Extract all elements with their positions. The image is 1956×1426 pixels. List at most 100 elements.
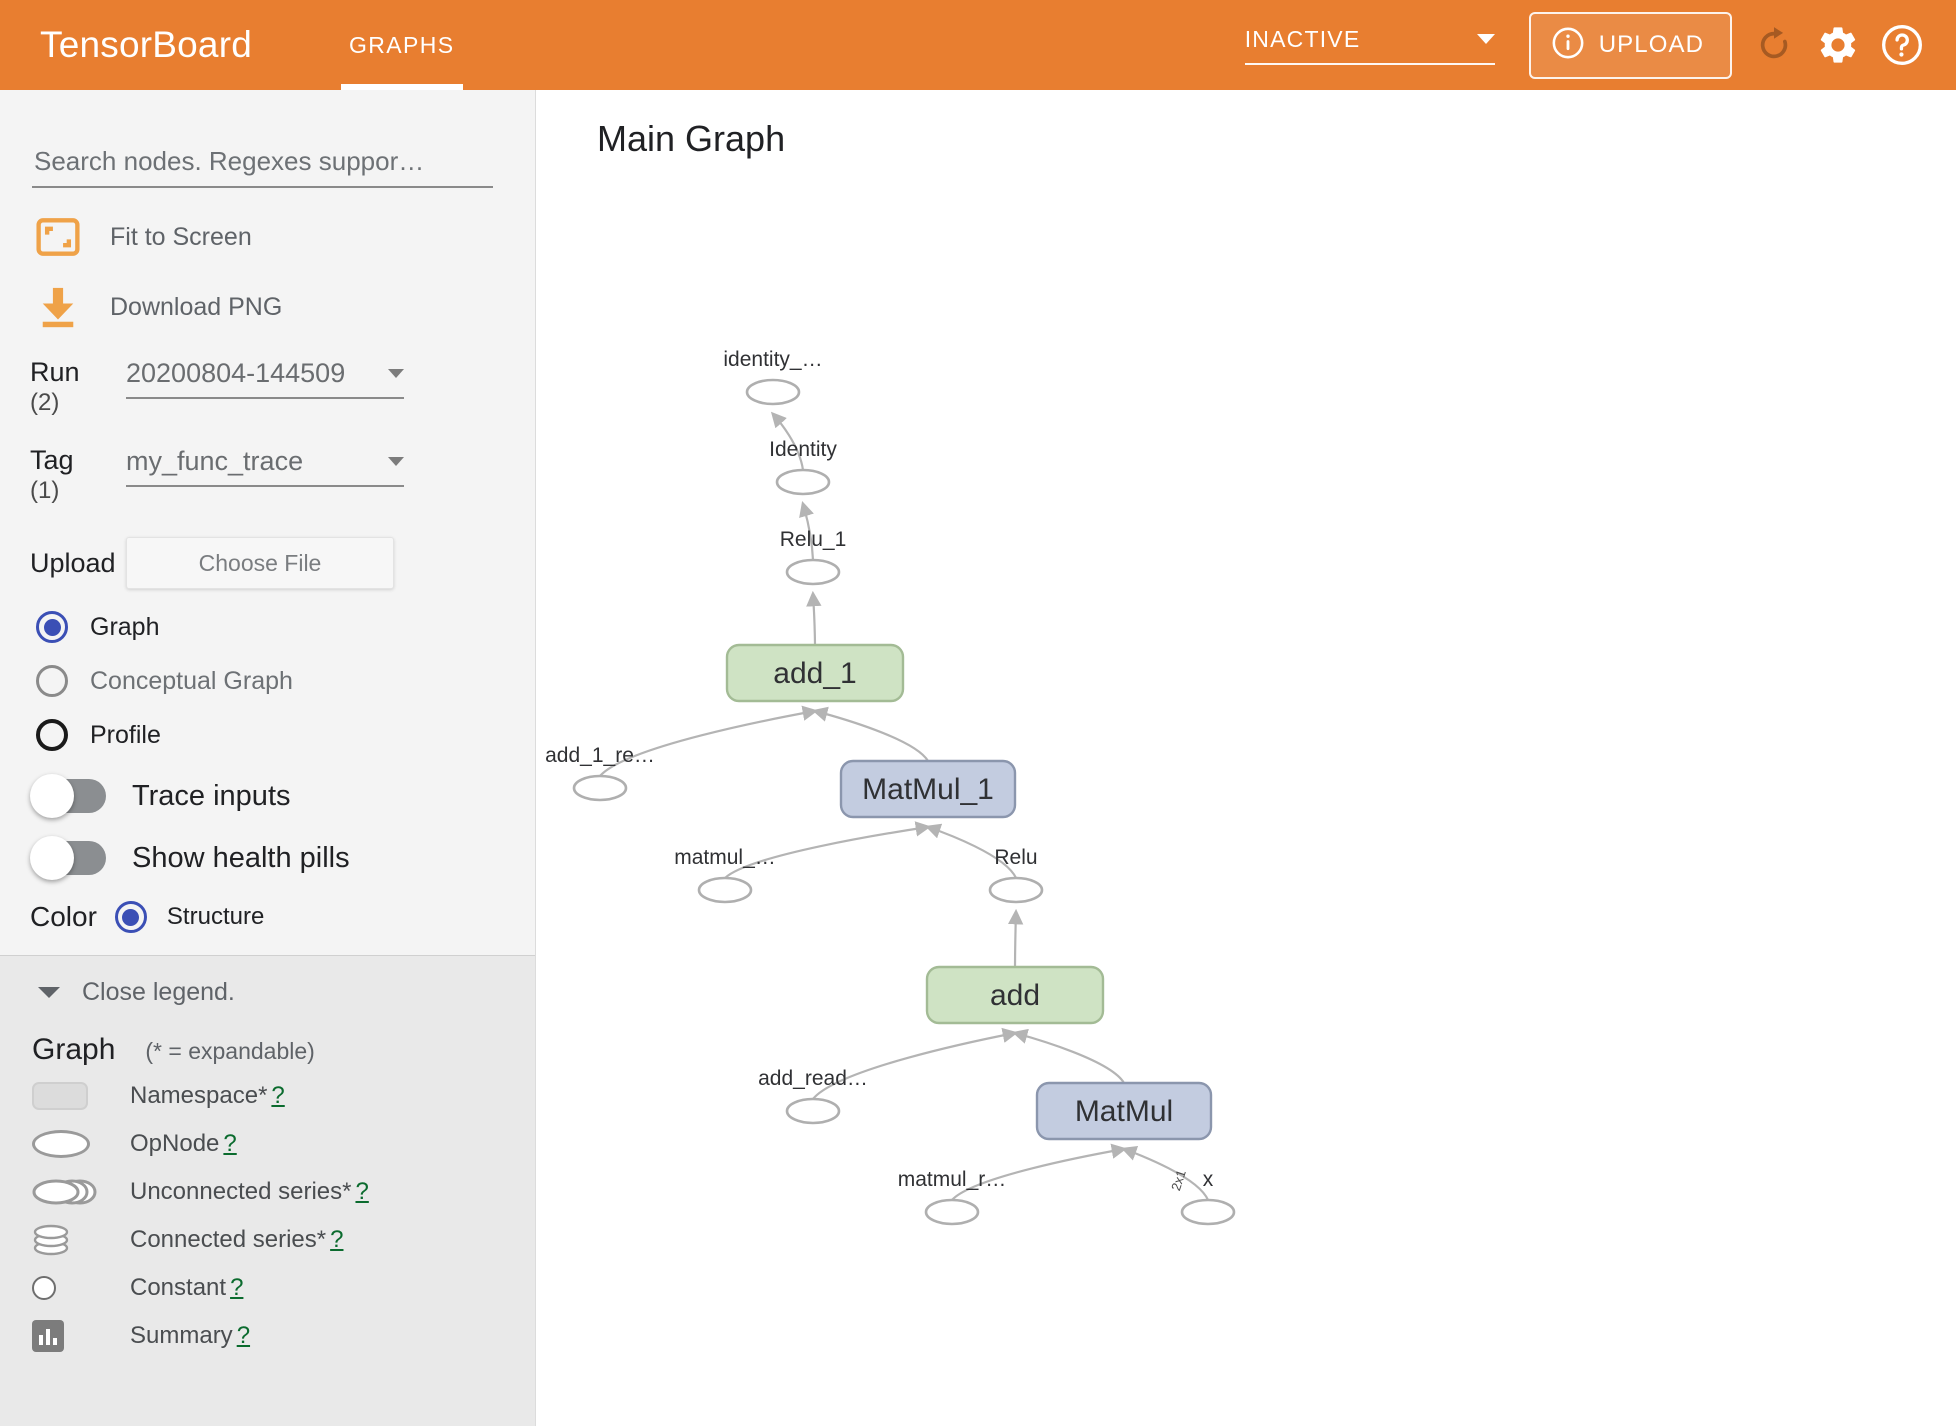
tag-dropdown[interactable]: my_func_trace <box>126 446 404 487</box>
graph-edge[interactable] <box>951 1143 1128 1201</box>
node-shape <box>925 965 1105 1025</box>
tab-graphs[interactable]: GRAPHS <box>327 0 477 90</box>
node-label: add_1 <box>773 657 856 690</box>
graph-edge[interactable] <box>1007 908 1024 968</box>
download-png-action[interactable]: Download PNG <box>30 286 535 328</box>
node-shape <box>839 759 1017 819</box>
sidebar-divider <box>0 955 535 957</box>
run-label-block: Run (2) <box>30 358 126 416</box>
close-legend-toggle[interactable]: Close legend. <box>38 978 535 1007</box>
chevron-down-icon <box>1476 34 1495 44</box>
connected-series-swatch-icon <box>32 1222 108 1258</box>
graph-edge[interactable] <box>925 823 1017 879</box>
run-label: Run <box>30 357 80 387</box>
radio-structure-label: Structure <box>166 903 265 931</box>
node-label: Identity <box>769 438 837 461</box>
node-label: x <box>1203 1168 1214 1191</box>
search-node-field[interactable] <box>32 145 493 188</box>
node-label: add_1_re… <box>545 744 655 767</box>
upload-button[interactable]: UPLOAD <box>1528 11 1732 79</box>
radio-graph[interactable]: Graph <box>36 611 535 644</box>
search-input[interactable] <box>32 145 493 178</box>
run-dropdown[interactable]: 20200804-144509 <box>126 358 404 399</box>
graph-node-add_1_readvariableop[interactable]: add_1_re… <box>545 744 655 802</box>
refresh-icon[interactable] <box>1742 13 1806 77</box>
help-circle-icon[interactable] <box>1870 13 1934 77</box>
app-header: TensorBoard GRAPHS INACTIVE UPLOAD <box>0 0 1956 90</box>
graph-node-add_1[interactable]: add_1 <box>725 643 905 703</box>
graph-edge[interactable] <box>806 590 822 646</box>
choose-file-button[interactable]: Choose File <box>126 537 394 590</box>
graph-node-MatMul_1[interactable]: MatMul_1 <box>839 759 1017 819</box>
fit-to-screen-action[interactable]: Fit to Screen <box>30 218 535 256</box>
gear-icon[interactable] <box>1806 13 1870 77</box>
graph-node-Identity[interactable]: Identity <box>769 438 837 496</box>
radio-structure-icon[interactable] <box>114 901 147 934</box>
legend-item-unconnected-series-label: Unconnected series*? <box>130 1178 369 1206</box>
help-link[interactable]: ? <box>355 1178 369 1206</box>
toggle-trace-inputs-switch[interactable] <box>30 774 106 819</box>
node-shape <box>785 1097 841 1125</box>
radio-conceptual-graph[interactable]: Conceptual Graph <box>36 665 535 698</box>
graph-edge[interactable] <box>799 501 815 561</box>
node-shape <box>697 876 753 904</box>
node-shape <box>572 774 628 802</box>
help-link[interactable]: ? <box>223 1130 237 1158</box>
help-link[interactable]: ? <box>330 1226 344 1254</box>
node-shape <box>725 643 905 703</box>
graph-node-matmul_readvariableop[interactable]: matmul_r… <box>898 1168 1007 1226</box>
tag-control: Tag (1) my_func_trace <box>30 445 535 503</box>
help-link[interactable]: ? <box>236 1322 251 1350</box>
radio-graph-icon <box>36 611 68 644</box>
legend-note: (* = expandable) <box>145 1038 315 1065</box>
toggle-show-health-pills[interactable]: Show health pills <box>30 836 535 881</box>
legend-item-namespace: Namespace*? <box>32 1077 535 1115</box>
chevron-down-icon <box>388 456 404 466</box>
legend-item-summary-label: Summary? <box>130 1322 251 1350</box>
legend-item-namespace-label: Namespace*? <box>130 1082 285 1110</box>
graph-edge[interactable] <box>1121 1145 1210 1201</box>
node-label: add <box>990 979 1040 1012</box>
upload-button-label: UPLOAD <box>1598 31 1704 58</box>
help-link[interactable]: ? <box>230 1274 244 1302</box>
toggle-show-health-pills-switch[interactable] <box>30 836 106 881</box>
help-link[interactable]: ? <box>271 1082 285 1110</box>
radio-conceptual-graph-icon <box>36 665 68 698</box>
summary-swatch-icon <box>32 1320 108 1353</box>
tensorflow-graph[interactable]: 2x1identity_…IdentityRelu_1add_1add_1_re… <box>537 90 1956 1426</box>
graph-node-add_readvariableop[interactable]: add_read… <box>758 1067 868 1125</box>
node-label: MatMul_1 <box>862 773 994 806</box>
legend-item-opnode: OpNode? <box>32 1125 535 1163</box>
app-brand: TensorBoard <box>40 24 252 65</box>
graph-node-add[interactable]: add <box>925 965 1105 1025</box>
toggle-trace-inputs[interactable]: Trace inputs <box>30 774 535 819</box>
radio-profile[interactable]: Profile <box>36 719 535 752</box>
graph-node-matmul_readvariableop_1[interactable]: matmul_… <box>674 846 776 904</box>
tag-dropdown-value: my_func_trace <box>126 445 304 476</box>
tag-label-block: Tag (1) <box>30 445 126 503</box>
graph-edge[interactable] <box>770 411 805 471</box>
graph-node-x[interactable]: x <box>1180 1168 1236 1226</box>
upload-control: Upload Choose File <box>30 537 535 590</box>
graph-edge[interactable] <box>812 706 929 762</box>
graph-node-MatMul[interactable]: MatMul <box>1035 1081 1213 1141</box>
page-title: Main Graph <box>597 118 786 159</box>
graph-edge[interactable] <box>812 1027 1019 1100</box>
graph-edge[interactable] <box>724 821 932 879</box>
choose-file-label: Choose File <box>198 549 322 576</box>
radio-graph-label: Graph <box>90 612 160 641</box>
run-state-dropdown[interactable]: INACTIVE <box>1244 26 1495 65</box>
legend-item-connected-series: Connected series*? <box>32 1221 535 1259</box>
graph-node-identity_out[interactable]: identity_… <box>723 348 823 406</box>
header-right-controls: INACTIVE UPLOAD <box>1244 0 1956 90</box>
run-dropdown-value: 20200804-144509 <box>126 358 346 388</box>
graph-edge[interactable] <box>599 705 819 777</box>
graph-node-Relu_1[interactable]: Relu_1 <box>780 528 847 586</box>
graph-node-Relu[interactable]: Relu <box>988 846 1044 904</box>
legend-item-constant: Constant? <box>32 1269 535 1307</box>
graph-edge[interactable] <box>1012 1028 1125 1084</box>
run-control: Run (2) 20200804-144509 <box>30 358 535 416</box>
node-label: identity_… <box>723 348 822 371</box>
